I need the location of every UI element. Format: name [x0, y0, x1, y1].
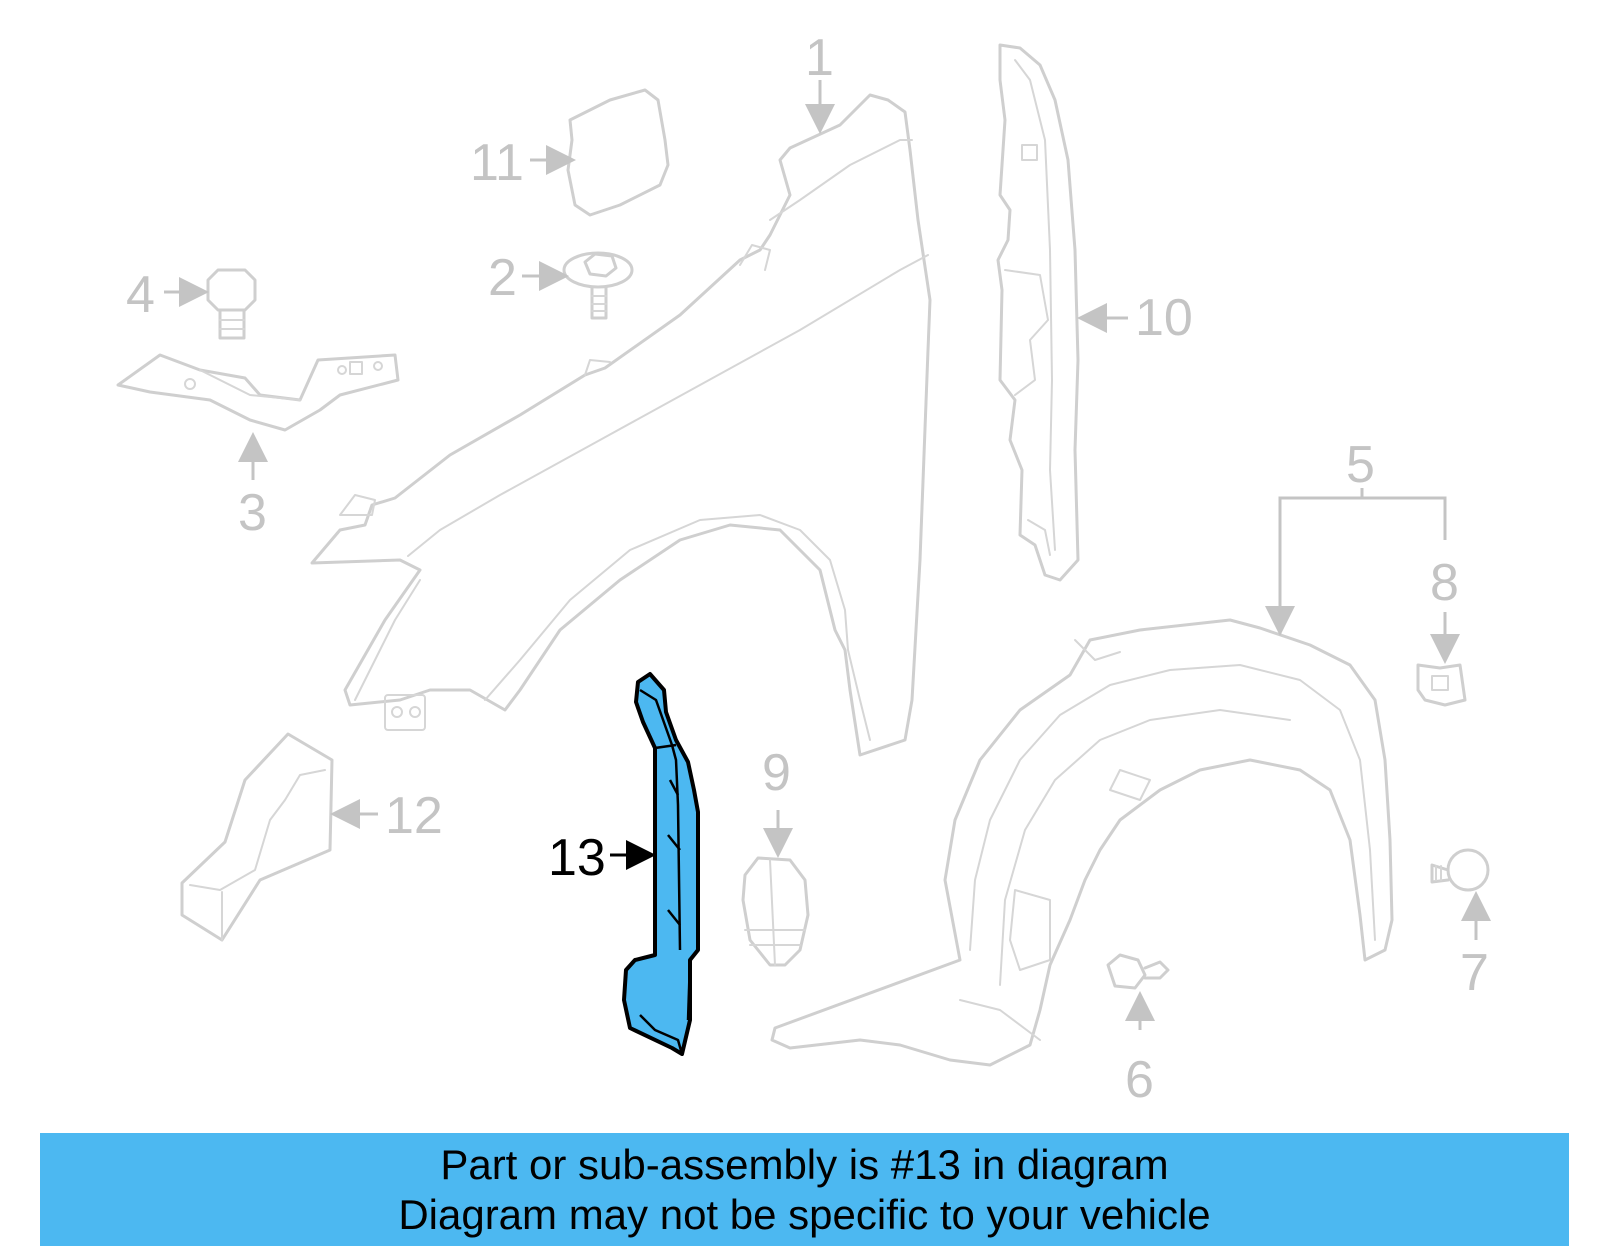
callout-4: 4 — [126, 266, 155, 324]
part-1-fender — [310, 93, 932, 757]
callout-11: 11 — [470, 134, 524, 192]
callout-1: 1 — [805, 29, 834, 87]
callout-8: 8 — [1430, 554, 1459, 612]
part-9-cap — [741, 856, 810, 967]
part-7-clip — [1430, 848, 1490, 892]
callout-5: 5 — [1346, 436, 1375, 494]
part-10-bracket — [996, 43, 1080, 582]
callout-arrows — [164, 80, 1491, 1030]
callout-3: 3 — [238, 484, 267, 542]
part-11-cover — [566, 88, 670, 217]
banner-line-part: Part or sub-assembly is #13 in diagram — [440, 1140, 1169, 1188]
part-6-bolt — [1106, 953, 1170, 990]
banner-line-disclaimer: Diagram may not be specific to your vehi… — [398, 1190, 1211, 1238]
callout-9: 9 — [762, 744, 791, 802]
callout-labels: 1 2 3 4 5 6 7 8 9 10 11 12 13 — [126, 29, 1489, 1109]
callout-13: 13 — [548, 829, 606, 887]
callout-2: 2 — [488, 249, 517, 307]
callout-10: 10 — [1135, 289, 1193, 347]
info-banner: Part or sub-assembly is #13 in diagram D… — [40, 1133, 1569, 1246]
part-13-highlighted — [622, 672, 700, 1056]
part-8-clip — [1416, 663, 1467, 707]
part-4-bolt — [206, 268, 257, 340]
part-2-bolt — [562, 251, 634, 320]
part-5-fender-liner — [770, 618, 1394, 1067]
callout-7: 7 — [1460, 944, 1489, 1002]
callout-12: 12 — [385, 787, 443, 845]
part-12-shield — [180, 732, 334, 942]
callout-6: 6 — [1125, 1051, 1154, 1109]
parts-diagram: 1 2 3 4 5 6 7 8 9 10 11 12 13 — [116, 29, 1491, 1109]
part-3-bracket — [116, 353, 400, 432]
